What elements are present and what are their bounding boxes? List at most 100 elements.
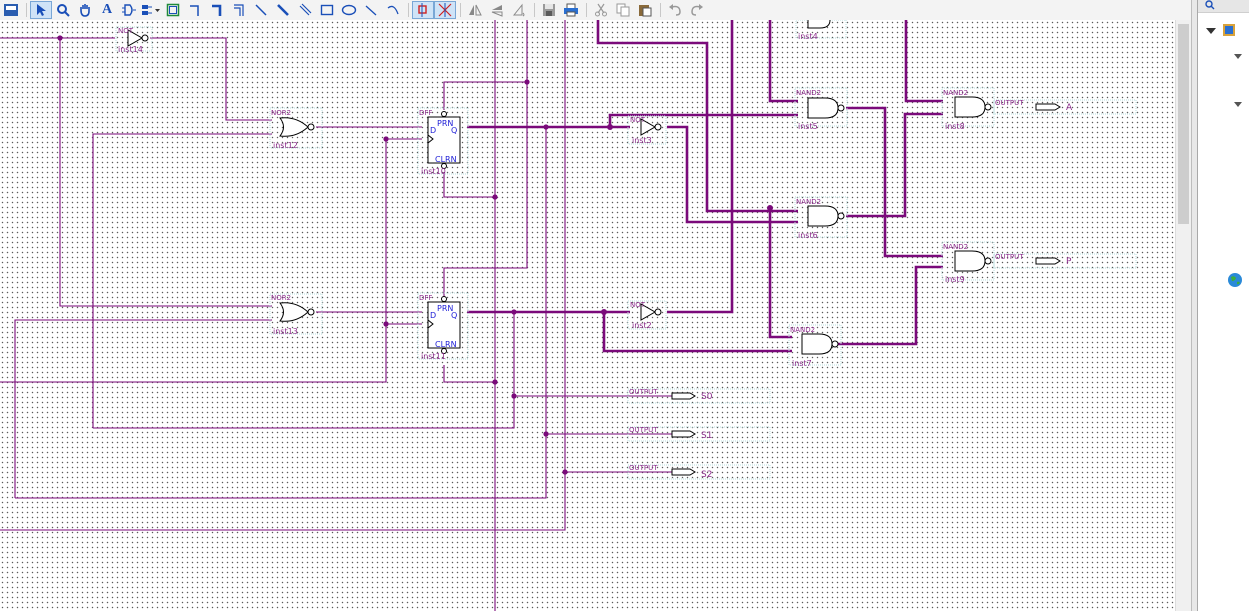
toolbar-button-orthogonal-bus[interactable]: [206, 1, 228, 19]
toolbar-button-text[interactable]: A: [96, 1, 118, 19]
gate-inst9-nand2[interactable]: NAND2 inst9: [941, 241, 995, 284]
gate-inst2-not[interactable]: NOT inst2: [627, 300, 667, 330]
vertical-scrollbar[interactable]: [1175, 20, 1192, 611]
toolbar-button-save[interactable]: [538, 1, 560, 19]
instance-name-label: inst6: [798, 231, 818, 240]
search-icon: [1205, 0, 1215, 10]
toolbar-button-flip-horizontal[interactable]: [464, 1, 486, 19]
toolbar-separator: [404, 1, 412, 19]
instance-name-label: inst12: [273, 141, 298, 150]
toolbar-button-orthogonal-conduit[interactable]: [228, 1, 250, 19]
output-pin-s0[interactable]: OUTPUT S0: [627, 388, 771, 404]
flipflop-inst11-dff[interactable]: DFF PRN D Q CLRN inst11: [417, 292, 469, 361]
flipflop-inst10-dff[interactable]: DFF PRN D Q CLRN inst10: [417, 107, 469, 176]
gate-type-label: NAND2: [943, 243, 968, 251]
toolbar-button-diagonal-conduit[interactable]: [294, 1, 316, 19]
toolbar-button-redo[interactable]: [686, 1, 708, 19]
toolbar-button-undo[interactable]: [664, 1, 686, 19]
zoom-icon: [57, 4, 70, 17]
instance-name-label: inst7: [792, 359, 812, 368]
gate-inst5-nand2[interactable]: NAND2 inst5: [794, 87, 848, 131]
instance-name-label: inst10: [421, 167, 446, 176]
output-type-label: OUTPUT: [995, 253, 1024, 261]
gate-type-label: NAND2: [943, 89, 968, 97]
toolbar-button-zoom[interactable]: [52, 1, 74, 19]
output-pin-p[interactable]: OUTPUT P: [993, 253, 1137, 269]
prn-pin-label: PRN: [437, 119, 453, 128]
d-pin-label: D: [430, 311, 436, 320]
gate-inst8-nand2[interactable]: NAND2 inst8: [941, 87, 995, 131]
gate-inst14-not[interactable]: NOT inst14: [115, 26, 153, 54]
output-name-label: A: [1066, 103, 1073, 113]
gate-type-label: DFF: [419, 294, 432, 302]
instance-name-label: inst9: [945, 275, 965, 284]
instance-name-label: inst3: [632, 136, 652, 145]
toolbar-button-flip-vertical[interactable]: [486, 1, 508, 19]
toolbar-button-paste[interactable]: [634, 1, 656, 19]
toolbar-button-print[interactable]: [560, 1, 582, 19]
gate-type-label: DFF: [419, 109, 432, 117]
toolbar-button-rotate[interactable]: [508, 1, 530, 19]
instance-name-label: inst13: [273, 327, 298, 336]
toolbar-button-pin[interactable]: [140, 1, 162, 19]
gate-type-label: NOT: [630, 301, 646, 309]
chevron-down-icon[interactable]: [1233, 52, 1243, 60]
toolbar-separator: [656, 1, 664, 19]
clrn-pin-label: CLRN: [435, 340, 457, 349]
toolbar-button-rubberbanding[interactable]: [412, 1, 434, 19]
output-type-label: OUTPUT: [629, 388, 658, 396]
instance-name-label: inst14: [118, 45, 143, 54]
undo-icon: [669, 4, 681, 16]
toolbar-button-cut[interactable]: [590, 1, 612, 19]
orthogonal-conduit-icon: [234, 4, 244, 16]
arc-icon: [387, 5, 399, 15]
toolbar-button-pointer[interactable]: [30, 1, 52, 19]
toolbar-button-diagonal-node[interactable]: [250, 1, 272, 19]
gate-type-label: NOR2: [271, 294, 291, 302]
right-side-panel: [1197, 0, 1249, 611]
schematic-canvas[interactable]: NOT inst14 NOR2 inst12 NOR2 inst13: [0, 20, 1175, 611]
output-pin-s2[interactable]: OUTPUT S2: [627, 464, 771, 480]
gate-inst7-nand2[interactable]: NAND2 inst7: [788, 324, 842, 368]
tasks-icon[interactable]: [1222, 23, 1236, 37]
print-icon: [564, 3, 578, 17]
cut-icon: [595, 3, 607, 17]
toolbar-button-hand[interactable]: [74, 1, 96, 19]
toolbar-button-copy[interactable]: [612, 1, 634, 19]
q-pin-label: Q: [451, 126, 457, 135]
toolbar-button-arc[interactable]: [382, 1, 404, 19]
output-pin-s1[interactable]: OUTPUT S1: [627, 426, 771, 442]
scrollbar-thumb[interactable]: [1178, 24, 1189, 224]
gate-type-label: NAND2: [796, 89, 821, 97]
prn-pin-label: PRN: [437, 304, 453, 313]
toolbar-button-project[interactable]: [0, 1, 22, 19]
toolbar-button-symbol[interactable]: [118, 1, 140, 19]
flip-horizontal-icon: [469, 4, 482, 16]
toolbar-button-line[interactable]: [360, 1, 382, 19]
clrn-pin-label: CLRN: [435, 155, 457, 164]
schematic-drawing: NOT inst14 NOR2 inst12 NOR2 inst13: [0, 20, 1137, 611]
gate-inst12-nor2[interactable]: NOR2 inst12: [269, 107, 323, 150]
gate-type-label: NOT: [118, 27, 134, 35]
paste-icon: [639, 5, 652, 17]
toolbar-button-rectangle[interactable]: [316, 1, 338, 19]
save-icon: [543, 4, 555, 16]
gate-inst6-nand2[interactable]: NAND2 inst6: [794, 196, 848, 240]
panel-splitter[interactable]: [1191, 0, 1198, 611]
toolbar-button-oval[interactable]: [338, 1, 360, 19]
gate-inst13-nor2[interactable]: NOR2 inst13: [269, 293, 323, 336]
gate-inst3-not[interactable]: NOT inst3: [627, 115, 667, 145]
instance-name-label: inst4: [798, 32, 818, 41]
instance-name-label: inst2: [632, 321, 652, 330]
gate-inst4-nand2[interactable]: inst4: [795, 20, 847, 41]
toolbar-button-block[interactable]: [162, 1, 184, 19]
output-pin-a[interactable]: OUTPUT A: [991, 99, 1137, 115]
toolbar-button-diagonal-bus[interactable]: [272, 1, 294, 19]
toolbar-button-partial-select[interactable]: [434, 1, 456, 19]
toolbar-separator: [530, 1, 538, 19]
toolbar-button-orthogonal-node[interactable]: [184, 1, 206, 19]
chevron-down-icon[interactable]: [1233, 100, 1243, 108]
chevron-down-icon[interactable]: [1205, 26, 1217, 36]
globe-icon[interactable]: [1227, 272, 1243, 288]
partial-line-select-icon: [438, 3, 452, 17]
